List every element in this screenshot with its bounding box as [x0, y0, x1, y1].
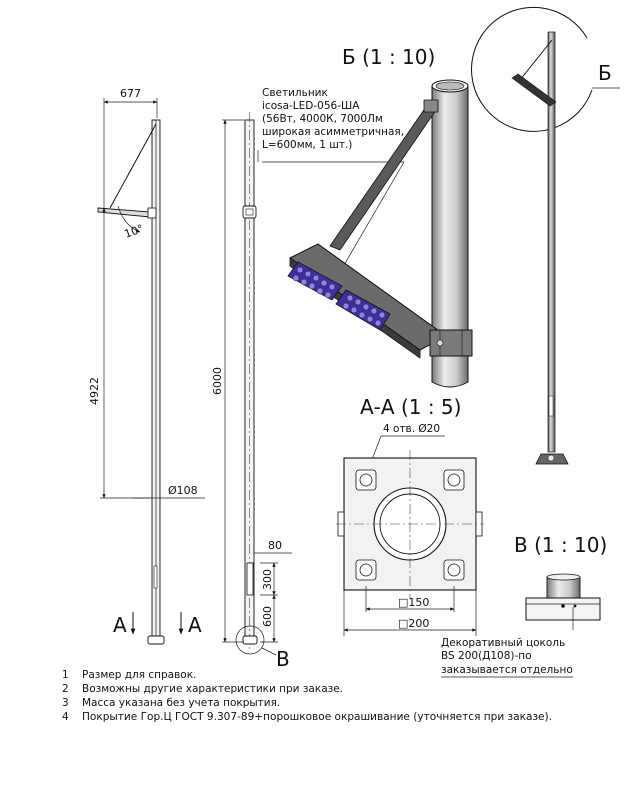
svg-text:L=600мм, 1 шт.): L=600мм, 1 шт.) — [262, 139, 352, 151]
callout-b: B — [276, 647, 290, 671]
section-aa: А-А (1 : 5) 4 отв. Ø20 □150 — [336, 395, 484, 636]
callout-b-cyr: Б — [598, 61, 612, 85]
detail-b-title: В (1 : 10) — [514, 533, 607, 557]
svg-text:icosa-LED-056-ША: icosa-LED-056-ША — [262, 100, 360, 112]
note-text: Возможны другие характеристики при заказ… — [82, 683, 343, 695]
dim-300: 300 — [261, 569, 274, 590]
dim-4922: 4922 — [88, 377, 101, 405]
svg-text:(56Вт, 4000К, 7000Лм: (56Вт, 4000К, 7000Лм — [262, 113, 383, 125]
overview-view: Б — [471, 6, 620, 465]
decorative-base — [525, 597, 601, 621]
luminaire-label: Светильник icosa-LED-056-ША (56Вт, 4000К… — [257, 87, 405, 297]
dim-677: 677 — [120, 87, 141, 100]
note-num: 2 — [62, 683, 69, 695]
detail-b: В (1 : 10) Декоративный цоколь BS 200(Д1… — [441, 533, 607, 678]
led-modules — [287, 261, 391, 331]
section-mark-right: A — [188, 613, 202, 637]
note-text: Размер для справок. — [82, 669, 196, 681]
note-num: 4 — [62, 711, 69, 723]
dim-200: □200 — [398, 617, 429, 630]
side-view: 677 10° 4922 Ø108 A A — [88, 87, 205, 645]
note-text: Масса указана без учета покрытия. — [82, 697, 280, 709]
svg-text:широкая асимметричная,: широкая асимметричная, — [262, 126, 404, 138]
detail-luminaire — [289, 243, 447, 351]
dim-diameter: Ø108 — [168, 484, 198, 497]
note-num: 3 — [62, 697, 69, 709]
holes-label: 4 отв. Ø20 — [383, 423, 440, 435]
svg-text:Светильник: Светильник — [262, 87, 328, 99]
base-label-1: Декоративный цоколь — [441, 637, 565, 649]
detail-pole — [431, 85, 469, 388]
detail-b-cyr: Б (1 : 10) Светильник icosa-LED-056-ША (… — [257, 45, 473, 388]
note-num: 1 — [62, 669, 69, 681]
section-aa-title: А-А (1 : 5) — [360, 395, 461, 419]
section-mark-left: A — [113, 613, 127, 637]
dim-80: 80 — [268, 539, 282, 552]
note-text: Покрытие Гор.Ц ГОСТ 9.307-89+порошковое … — [82, 711, 552, 723]
side-luminaire — [97, 207, 151, 218]
front-view: 6000 80 300 600 B — [211, 112, 292, 671]
base-label-2: BS 200(Д108)-по — [441, 650, 532, 662]
mount-holes — [355, 469, 465, 581]
detail-b-cyr-title: Б (1 : 10) — [342, 45, 435, 69]
side-base — [147, 635, 165, 645]
angle-label: 10° — [123, 222, 146, 241]
base-label-3: заказывается отдельно — [441, 664, 573, 676]
dim-600: 600 — [261, 606, 274, 627]
notes: 1 Размер для справок. 2 Возможны другие … — [62, 669, 552, 723]
dim-6000: 6000 — [211, 367, 224, 395]
dim-150: □150 — [398, 596, 429, 609]
